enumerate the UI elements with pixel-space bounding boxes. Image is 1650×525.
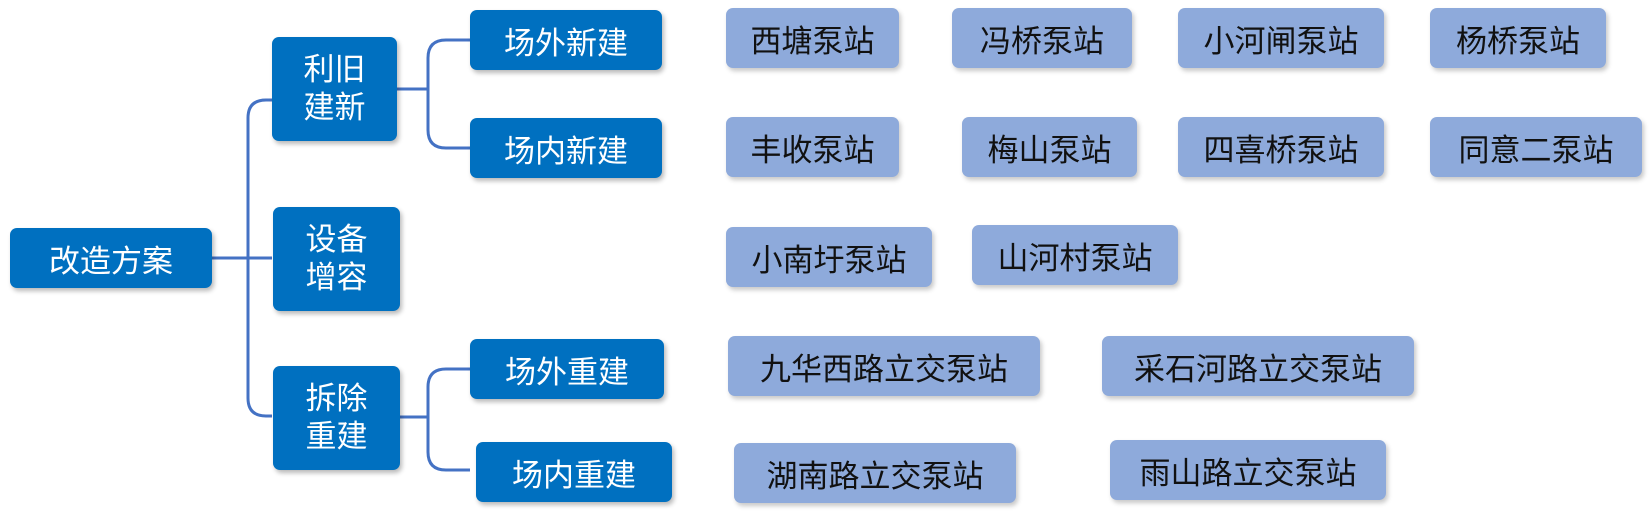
subcategory-outside-new: 场外新建	[470, 10, 662, 70]
station-node: 雨山路立交泵站	[1110, 440, 1386, 500]
category-rebuild-old-line2: 建新	[303, 90, 366, 126]
station-node: 冯桥泵站	[952, 8, 1132, 68]
category-rebuild-old-line1: 利旧	[303, 52, 366, 88]
station-label: 小河闸泵站	[1203, 23, 1359, 60]
subcategory-outside-rebuild-label: 场外重建	[505, 354, 629, 391]
station-node: 杨桥泵站	[1430, 8, 1606, 68]
station-node: 丰收泵站	[726, 117, 899, 177]
station-label: 丰收泵站	[750, 132, 875, 169]
station-label: 雨山路立交泵站	[1139, 455, 1357, 492]
connector-demolish-to-subs	[400, 367, 470, 472]
station-node: 九华西路立交泵站	[728, 336, 1040, 396]
connector-rebuild-old-to-subs	[397, 38, 470, 150]
station-node: 西塘泵站	[726, 8, 899, 68]
station-node: 山河村泵站	[972, 225, 1178, 285]
station-node: 小河闸泵站	[1178, 8, 1384, 68]
subcategory-inside-rebuild: 场内重建	[476, 442, 672, 502]
station-label: 杨桥泵站	[1456, 23, 1580, 60]
station-node: 四喜桥泵站	[1178, 117, 1384, 177]
category-demolish-line1: 拆除	[305, 381, 368, 417]
category-equipment-line2: 增容	[305, 260, 368, 296]
station-label: 湖南路立交泵站	[766, 458, 984, 495]
category-rebuild-old: 利旧 建新	[272, 37, 397, 141]
category-demolish-line2: 重建	[305, 419, 368, 455]
station-label: 同意二泵站	[1458, 132, 1614, 169]
station-label: 山河村泵站	[997, 240, 1153, 277]
station-label: 采石河路立交泵站	[1134, 351, 1382, 388]
subcategory-inside-rebuild-label: 场内重建	[512, 457, 636, 494]
station-node: 湖南路立交泵站	[734, 443, 1016, 503]
station-node: 梅山泵站	[962, 117, 1137, 177]
subcategory-inside-new: 场内新建	[470, 118, 662, 178]
category-equipment: 设备 增容	[273, 207, 400, 311]
station-label: 四喜桥泵站	[1203, 132, 1359, 169]
category-equipment-line1: 设备	[305, 222, 368, 258]
subcategory-outside-rebuild: 场外重建	[470, 339, 664, 399]
station-node: 小南圩泵站	[726, 227, 932, 287]
subcategory-inside-new-label: 场内新建	[504, 133, 628, 170]
connector-root-to-categories	[212, 98, 272, 418]
category-demolish: 拆除 重建	[273, 366, 400, 470]
root-label: 改造方案	[49, 243, 173, 280]
station-label: 梅山泵站	[987, 132, 1112, 169]
root-node: 改造方案	[10, 228, 212, 288]
station-label: 小南圩泵站	[751, 242, 907, 279]
station-label: 九华西路立交泵站	[760, 351, 1008, 388]
station-label: 西塘泵站	[750, 23, 875, 60]
station-node: 同意二泵站	[1430, 117, 1642, 177]
station-label: 冯桥泵站	[980, 23, 1104, 60]
subcategory-outside-new-label: 场外新建	[504, 25, 628, 62]
station-node: 采石河路立交泵站	[1102, 336, 1414, 396]
